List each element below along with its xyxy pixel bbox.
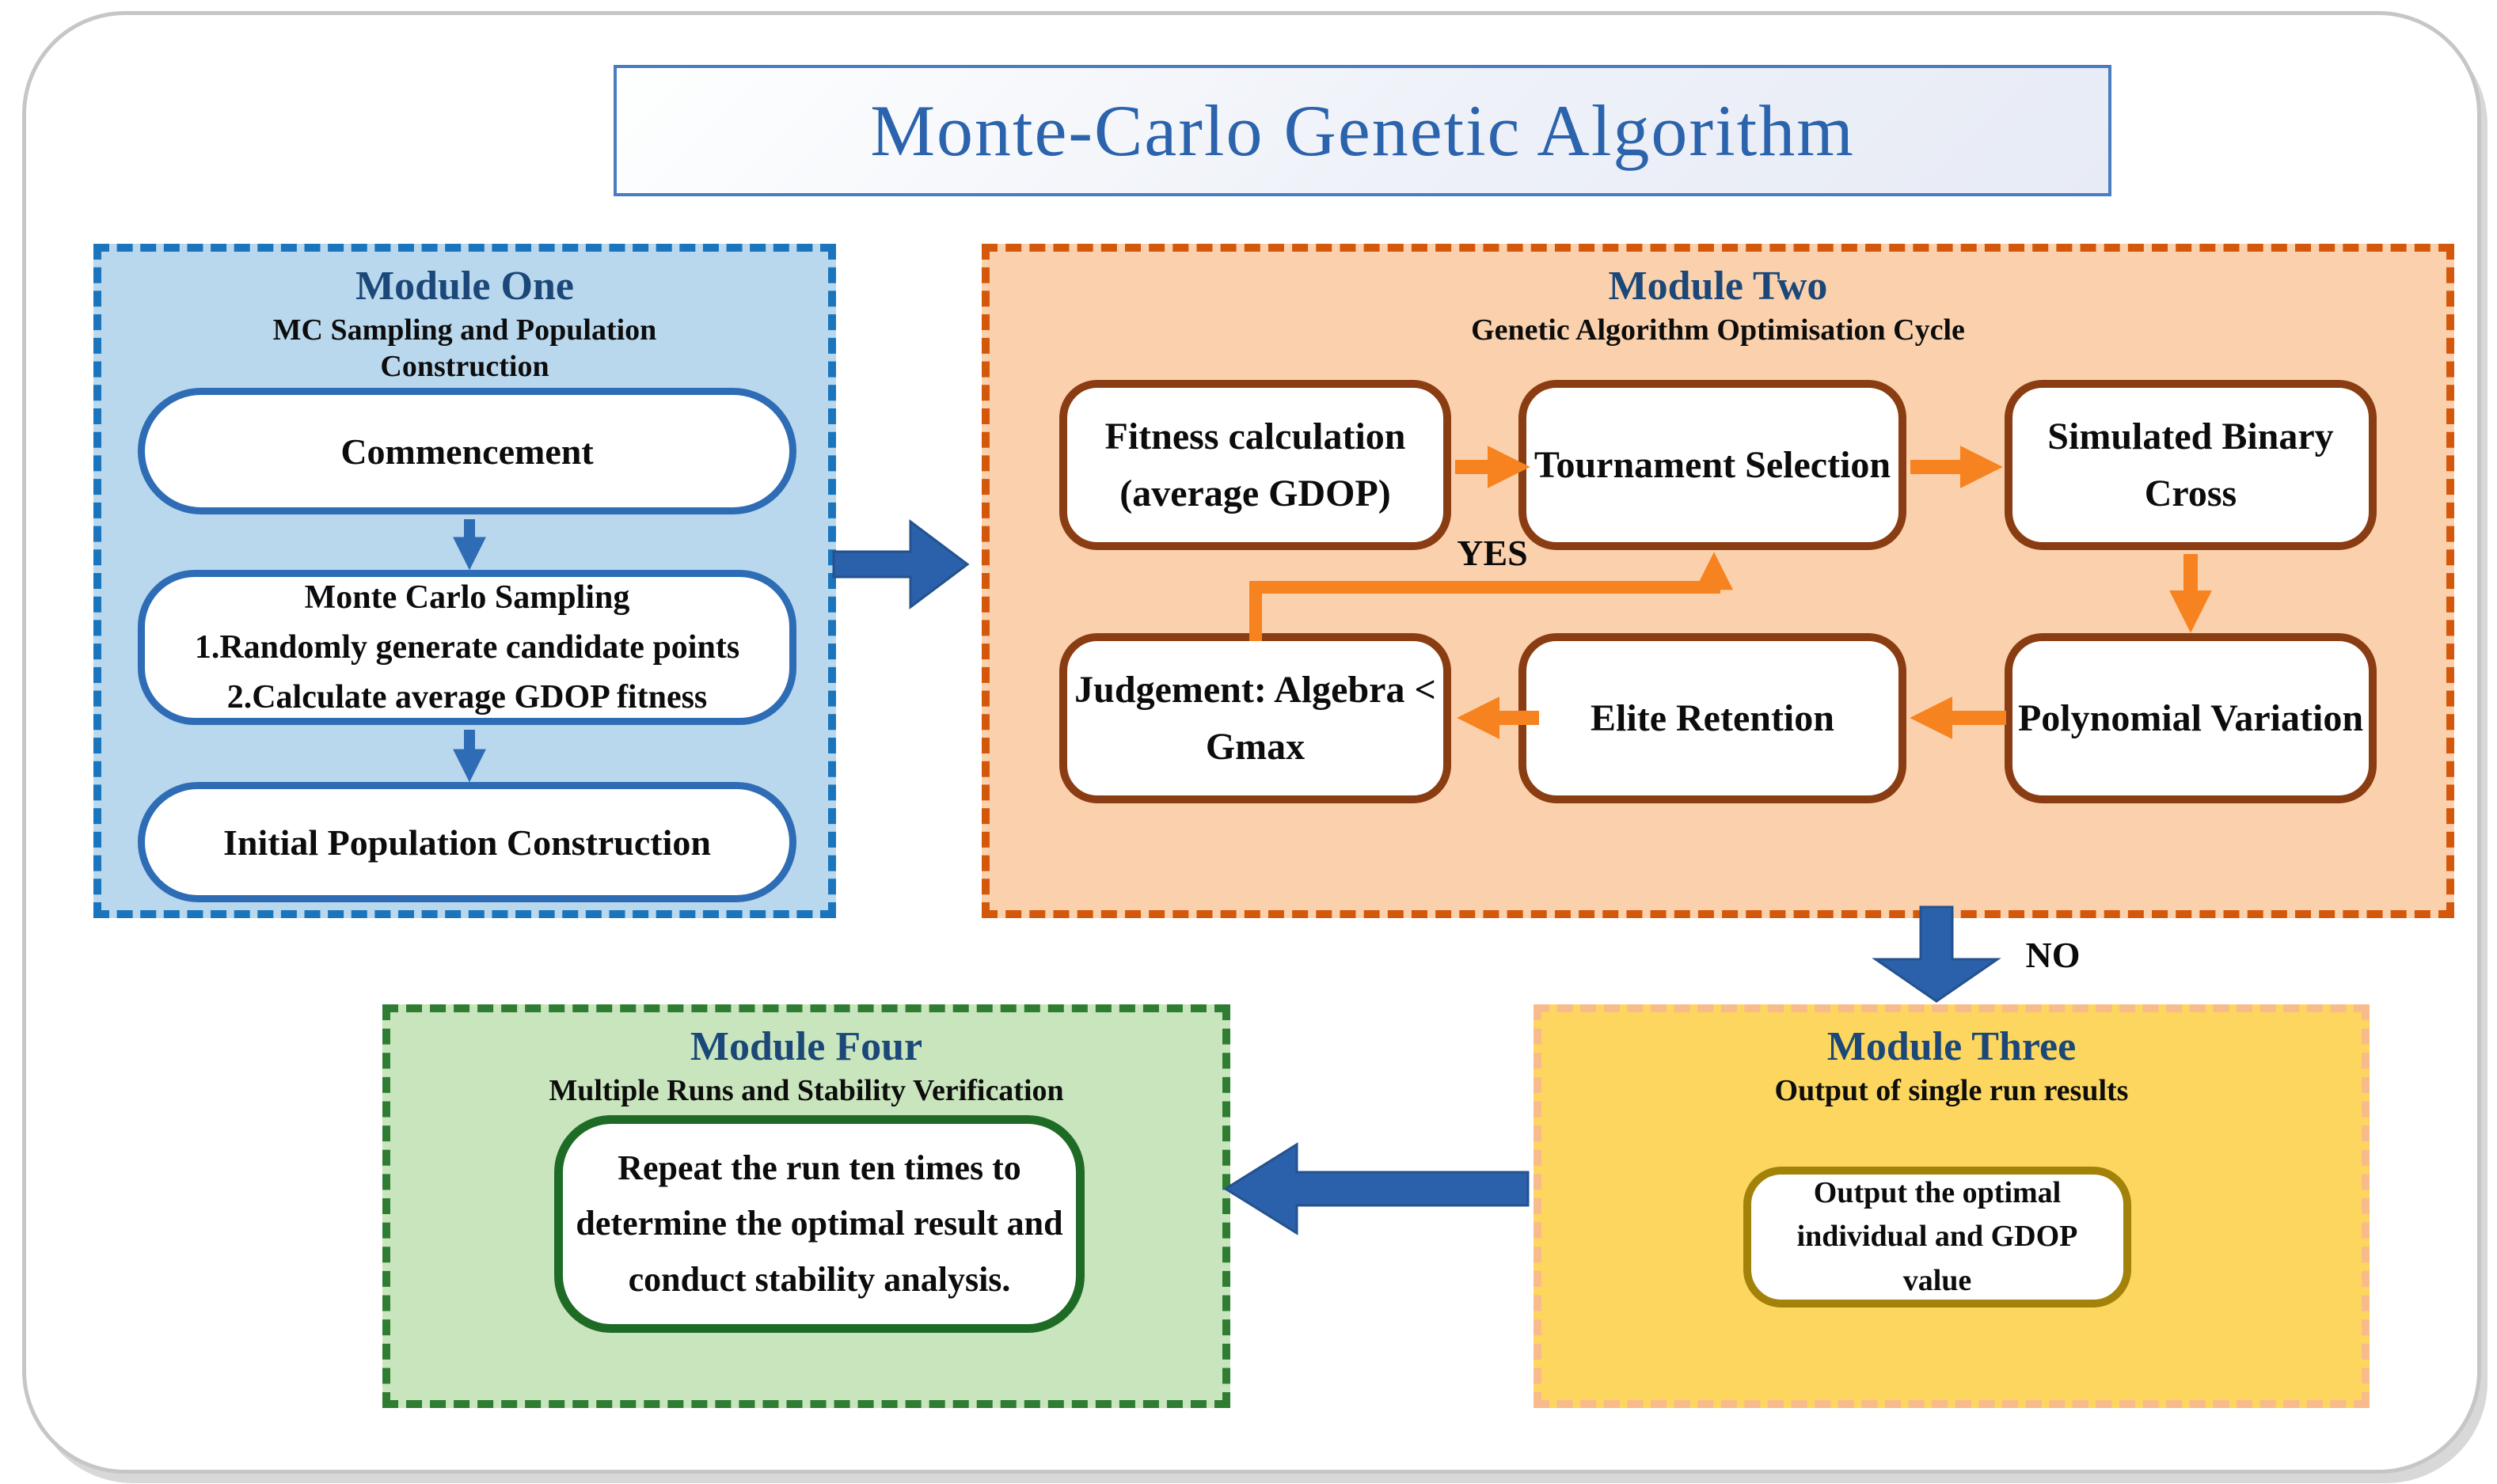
- repeat-line: determine the optimal result and: [576, 1204, 1063, 1243]
- tournament-selection-node: Tournament Selection: [1518, 380, 1906, 550]
- module-one-subtitle: MC Sampling and Population Construction: [101, 313, 828, 385]
- polynomial-variation-label: Polynomial Variation: [2017, 696, 2364, 739]
- tournament-selection-label: Tournament Selection: [1534, 443, 1891, 486]
- module-one-subtitle-line: MC Sampling and Population: [272, 313, 657, 347]
- module-one-title: Module One: [355, 264, 574, 309]
- simulated-line: Cross: [2144, 472, 2237, 514]
- output-optimal-node: Output the optimal individual and GDOP v…: [1743, 1167, 2131, 1308]
- repeat-line: conduct stability analysis.: [628, 1259, 1011, 1299]
- figure-title-box: Monte-Carlo Genetic Algorithm: [614, 65, 2111, 196]
- commencement-node: Commencement: [138, 388, 796, 514]
- module-three-title: Module Three: [1826, 1024, 2077, 1069]
- module-four-title: Module Four: [690, 1024, 923, 1069]
- elite-retention-label: Elite Retention: [1591, 696, 1834, 739]
- module-three-subtitle: Output of single run results: [1774, 1074, 2129, 1107]
- yes-label: YES: [1457, 533, 1528, 573]
- sampling-line: 2.Calculate average GDOP fitness: [226, 678, 708, 715]
- fitness-line: (average GDOP): [1119, 472, 1391, 514]
- commencement-label: Commencement: [340, 431, 594, 472]
- module-two-subtitle: Genetic Algorithm Optimisation Cycle: [1471, 313, 1965, 347]
- output-line: individual and GDOP: [1796, 1220, 2078, 1254]
- no-label: NO: [2025, 935, 2081, 975]
- output-line: value: [1902, 1263, 1972, 1297]
- fitness-calculation-node: Fitness calculation (average GDOP): [1059, 380, 1451, 550]
- simulated-binary-cross-node: Simulated Binary Cross: [2005, 380, 2377, 550]
- module-one-subtitle-line: Construction: [380, 349, 549, 383]
- judgement-line: Judgement: Algebra <: [1074, 668, 1436, 711]
- simulated-line: Simulated Binary: [2047, 415, 2334, 457]
- judgement-line: Gmax: [1205, 725, 1306, 768]
- polynomial-variation-node: Polynomial Variation: [2005, 633, 2377, 803]
- module-one: Module One MC Sampling and Population Co…: [93, 244, 836, 918]
- elite-retention-node: Elite Retention: [1518, 633, 1906, 803]
- repeat-runs-node: Repeat the run ten times to determine th…: [554, 1115, 1085, 1333]
- module-four-subtitle: Multiple Runs and Stability Verification: [549, 1074, 1064, 1107]
- module-three: Module Three Output of single run result…: [1534, 1004, 2370, 1408]
- judgement-node: Judgement: Algebra < Gmax: [1059, 633, 1451, 803]
- initial-population-node: Initial Population Construction: [138, 782, 796, 902]
- figure-title: Monte-Carlo Genetic Algorithm: [870, 90, 1855, 171]
- fitness-line: Fitness calculation: [1104, 415, 1406, 457]
- monte-carlo-sampling-node: Monte Carlo Sampling 1.Randomly generate…: [138, 570, 796, 725]
- repeat-line: Repeat the run ten times to: [618, 1148, 1021, 1187]
- module-two-title: Module Two: [1608, 264, 1828, 309]
- module-four: Module Four Multiple Runs and Stability …: [382, 1004, 1230, 1408]
- output-line: Output the optimal: [1813, 1176, 2062, 1210]
- module-two: Module Two Genetic Algorithm Optimisatio…: [982, 244, 2454, 918]
- initial-population-label: Initial Population Construction: [223, 822, 711, 863]
- sampling-line: Monte Carlo Sampling: [304, 579, 630, 616]
- sampling-line: 1.Randomly generate candidate points: [194, 628, 740, 666]
